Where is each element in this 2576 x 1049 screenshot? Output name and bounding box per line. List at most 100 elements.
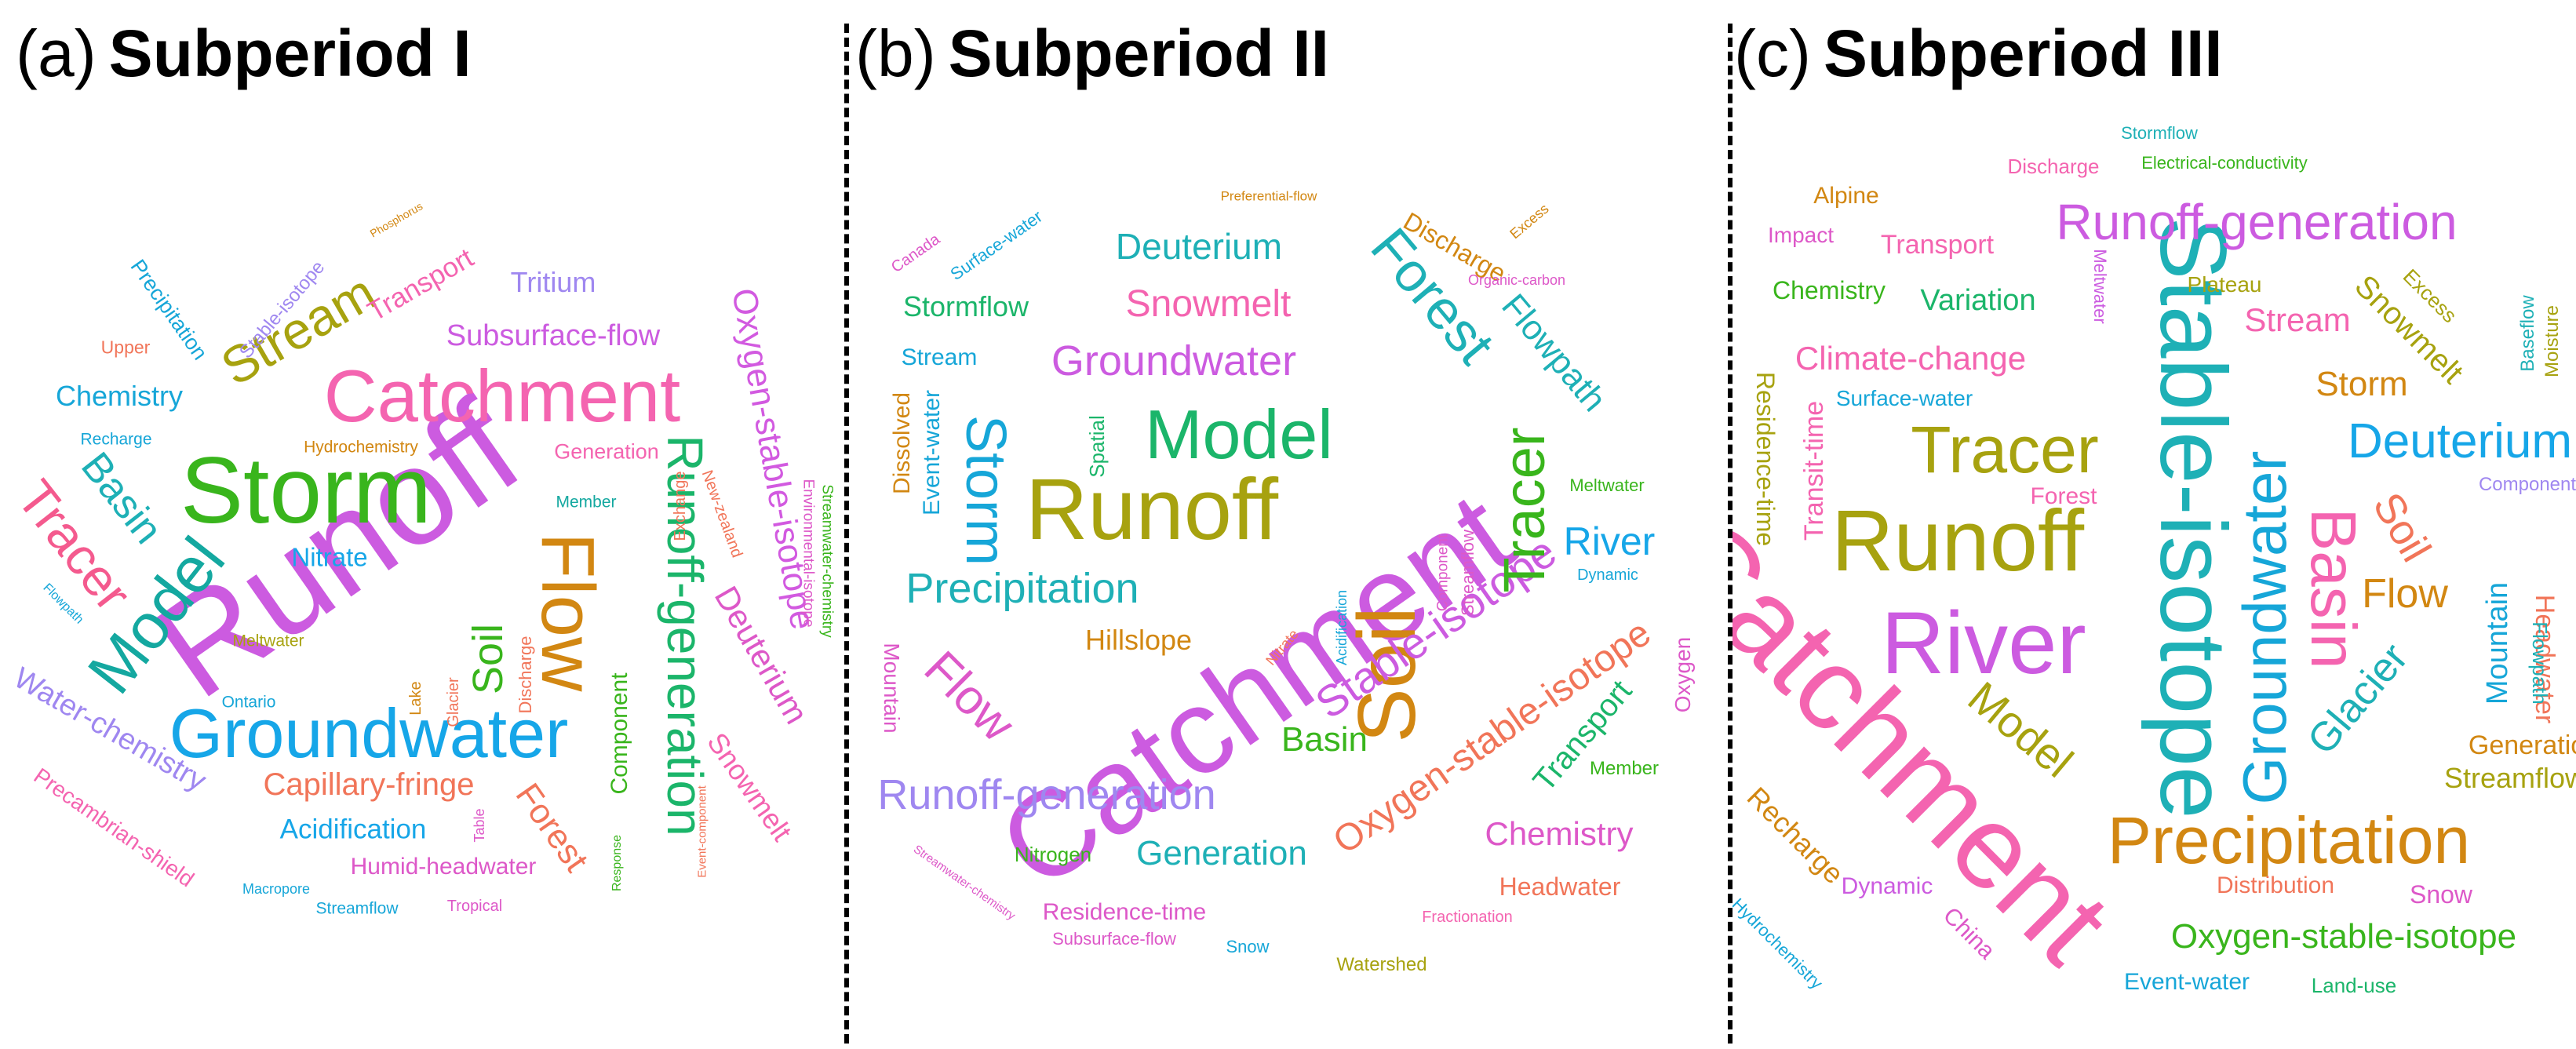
word-groundwater: Groundwater — [2230, 450, 2299, 805]
word-flow: Flow — [526, 532, 610, 692]
word-recharge: Recharge — [1740, 780, 1851, 891]
word-precipitation: Precipitation — [2107, 803, 2471, 877]
word-canada: Canada — [887, 230, 944, 277]
word-transport: Transport — [1880, 230, 1995, 260]
word-streamwater-chemistry: Streamwater-chemistry — [910, 842, 1018, 923]
word-streamflow: Streamflow — [315, 899, 399, 918]
word-chemistry: Chemistry — [1772, 276, 1886, 304]
word-runoff-generation: Runoff-generation — [877, 771, 1216, 818]
word-deuterium: Deuterium — [2348, 414, 2572, 468]
word-snow: Snow — [1226, 937, 1270, 956]
divider-line — [1728, 24, 1733, 1044]
word-river: River — [1881, 594, 2086, 692]
word-land-use: Land-use — [2311, 974, 2397, 997]
word-hillslope: Hillslope — [1084, 624, 1193, 656]
word-flowpath: Flowpath — [2528, 621, 2552, 705]
word-tracer: Tracer — [1911, 413, 2099, 486]
panel-c-name: Subperiod III — [1823, 16, 2223, 90]
word-basin: Basin — [1281, 720, 1368, 759]
word-river: River — [1563, 519, 1656, 563]
word-climate-change: Climate-change — [1794, 340, 2027, 377]
word-excess: Excess — [1507, 200, 1552, 242]
word-discharge: Discharge — [516, 636, 535, 714]
word-glacier: Glacier — [445, 677, 462, 727]
panel-c-label: (c) — [1734, 16, 1811, 90]
word-event-component: Event-component — [695, 785, 709, 878]
word-soil: Soil — [465, 623, 512, 695]
word-stream: Stream — [901, 344, 978, 370]
word-stormflow: Stormflow — [902, 290, 1029, 322]
word-generation: Generation — [2468, 730, 2576, 760]
word-hydrochemistry: Hydrochemistry — [1733, 894, 1827, 993]
word-distribution: Distribution — [2216, 872, 2335, 898]
word-component: Component — [607, 672, 632, 795]
word-recharge: Recharge — [80, 430, 152, 449]
word-deuterium: Deuterium — [1115, 226, 1283, 267]
panel-b-title: (b)Subperiod II — [855, 14, 1329, 93]
word-flowpath: Flowpath — [1494, 286, 1614, 419]
word-table: Table — [472, 808, 487, 843]
word-event-water: Event-water — [2123, 969, 2250, 995]
word-nitrate: Nitrate — [291, 542, 368, 572]
word-member: Member — [556, 493, 617, 512]
word-generation: Generation — [554, 439, 659, 464]
word-variation: Variation — [1920, 284, 2036, 317]
word-dynamic: Dynamic — [1577, 566, 1638, 584]
word-runoff: Runoff — [1025, 461, 1279, 558]
word-groundwater: Groundwater — [169, 694, 569, 772]
word-ontario: Ontario — [221, 693, 276, 712]
word-storm: Storm — [2315, 365, 2408, 403]
word-flow: Flow — [2362, 571, 2448, 617]
word-dissolved: Dissolved — [889, 392, 915, 495]
word-meltwater: Meltwater — [232, 632, 304, 650]
word-stormflow: Stormflow — [2121, 123, 2198, 143]
word-surface-water: Surface-water — [946, 206, 1046, 285]
word-snowmelt: Snowmelt — [701, 727, 799, 847]
word-watershed: Watershed — [1336, 954, 1427, 975]
word-dynamic: Dynamic — [1841, 873, 1933, 899]
word-subsurface-flow: Subsurface-flow — [1052, 929, 1176, 949]
word-oxygen-stable-isotope: Oxygen-stable-isotope — [2170, 917, 2517, 956]
word-oxygen: Oxygen — [1671, 636, 1695, 713]
word-component: Component — [2478, 474, 2576, 495]
word-residence-time: Residence-time — [1042, 899, 1207, 925]
word-mountain: Mountain — [880, 643, 904, 734]
word-phosphorus: Phosphorus — [367, 199, 425, 240]
word-exchange: Exchange — [672, 471, 689, 541]
word-alpine: Alpine — [1813, 183, 1879, 209]
word-meltwater: Meltwater — [2090, 249, 2110, 324]
word-streamflow: Streamflow — [1458, 529, 1477, 617]
word-generation: Generation — [1136, 834, 1307, 872]
word-spatial: Spatial — [1085, 415, 1109, 478]
word-fractionation: Fractionation — [1422, 909, 1513, 926]
word-model: Model — [1145, 395, 1333, 473]
word-component: Component — [1434, 534, 1452, 612]
word-soil: Soil — [2363, 485, 2440, 570]
word-nitrogen: Nitrogen — [1014, 843, 1092, 866]
panel-a-name: Subperiod I — [108, 16, 472, 90]
word-lake: Lake — [407, 681, 424, 716]
word-storm: Storm — [180, 438, 432, 543]
word-streamflow: Streamflow — [2443, 762, 2576, 794]
panel-a-title: (a)Subperiod I — [16, 14, 472, 93]
word-storm: Storm — [954, 414, 1017, 566]
panel-b-label: (b) — [855, 16, 936, 90]
word-acidification: Acidification — [1334, 589, 1350, 666]
panel-b-name: Subperiod II — [948, 16, 1330, 90]
word-meltwater: Meltwater — [1569, 475, 1645, 495]
word-forest: Forest — [2030, 483, 2097, 509]
word-transport: Transport — [362, 242, 479, 328]
word-preferential-flow: Preferential-flow — [1220, 188, 1317, 204]
word-runoff: Runoff — [1831, 493, 2085, 589]
word-stable-isotope: Stable-isotope — [2141, 217, 2246, 819]
word-residence-time: Residence-time — [1751, 371, 1780, 547]
panel-c-title: (c)Subperiod III — [1734, 14, 2223, 93]
word-chemistry: Chemistry — [55, 380, 184, 412]
word-headwater: Headwater — [1499, 872, 1621, 901]
word-capillary-fringe: Capillary-fringe — [263, 767, 475, 802]
word-discharge: Discharge — [2007, 155, 2100, 178]
word-humid-headwater: Humid-headwater — [350, 854, 537, 880]
word-mountain: Mountain — [2481, 581, 2514, 705]
